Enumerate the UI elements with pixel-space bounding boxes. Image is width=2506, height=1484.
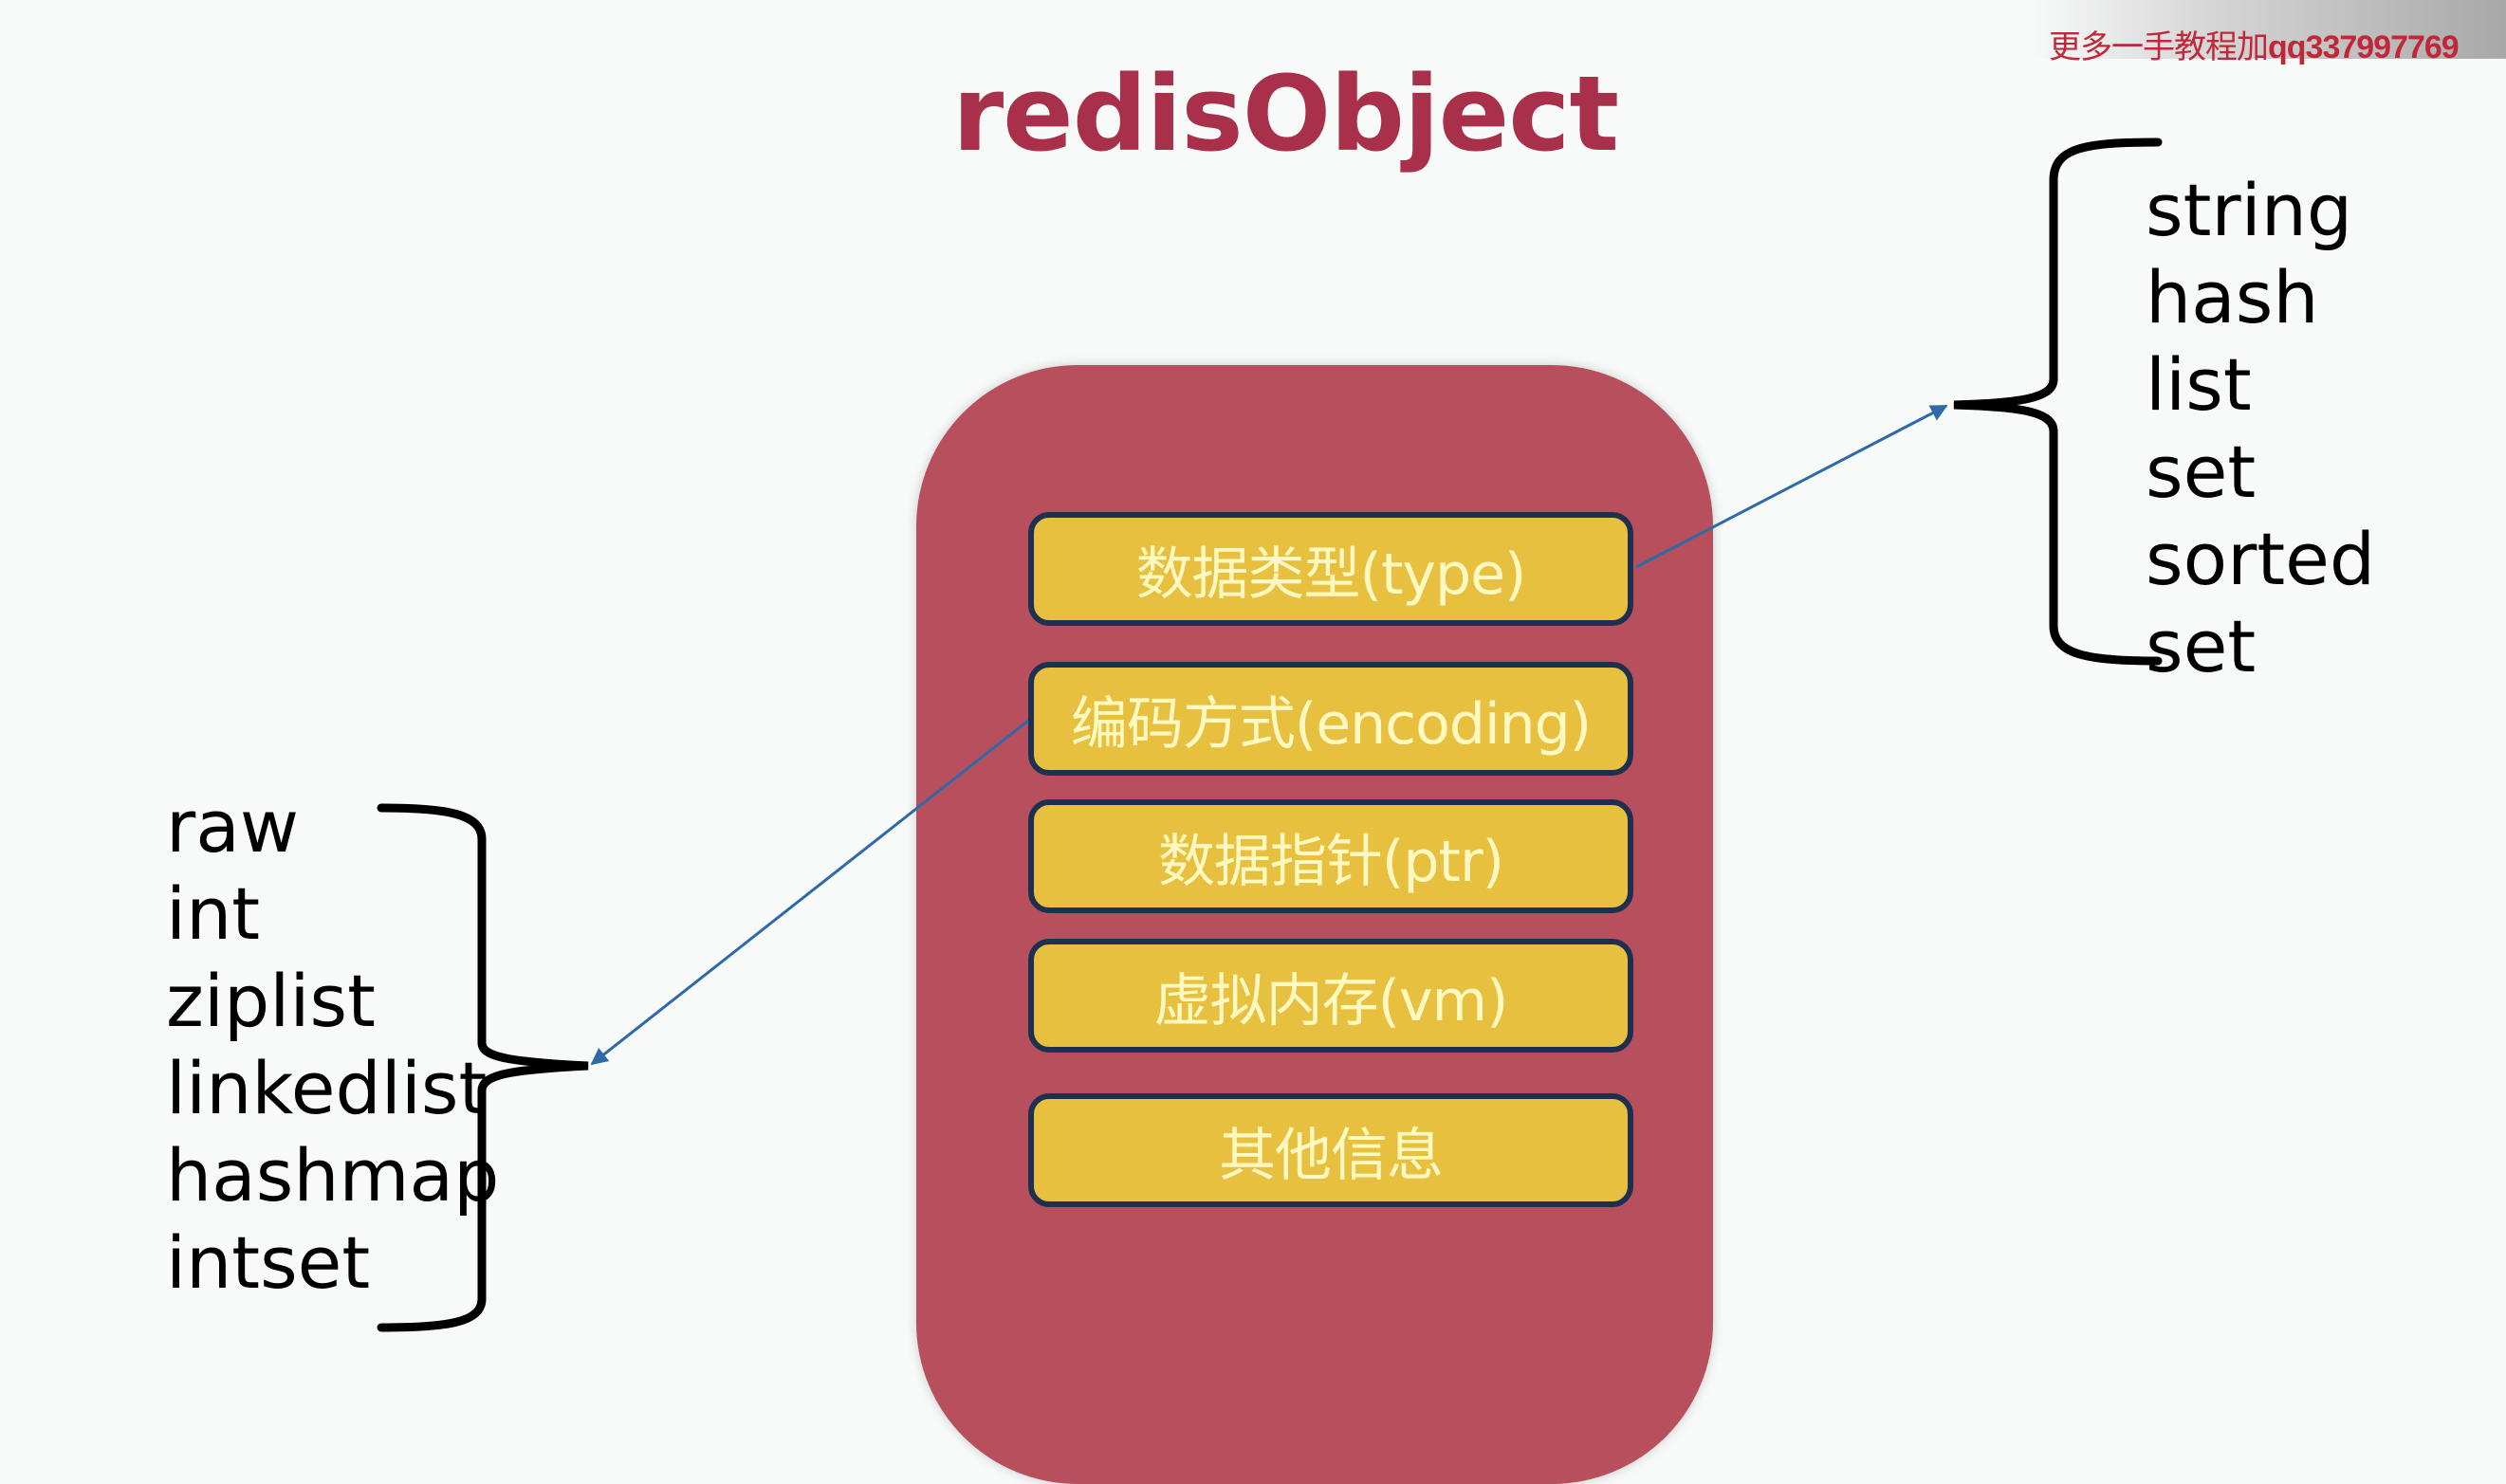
field-other-label: 其他信息 — [1219, 1122, 1444, 1189]
right-brace-icon — [1953, 137, 2163, 666]
field-encoding-label: 编码方式(encoding) — [1070, 690, 1592, 758]
type-item-string: string — [2146, 168, 2353, 252]
type-arrow-icon — [1635, 404, 1948, 569]
encoding-item-int: int — [166, 871, 261, 956]
type-item-hash: hash — [2146, 255, 2319, 339]
field-ptr: 数据指针(ptr) — [1028, 799, 1633, 913]
field-other: 其他信息 — [1028, 1093, 1633, 1207]
diagram-title: redisObject — [951, 53, 1619, 174]
field-vm: 虚拟内存(vm) — [1028, 939, 1633, 1053]
field-type-label: 数据类型(type) — [1135, 540, 1527, 608]
encoding-list: raw int ziplist linkedlist hashmap intse… — [166, 783, 499, 1307]
watermark-qq: qq337997769 — [2268, 29, 2460, 65]
encoding-item-ziplist: ziplist — [166, 959, 376, 1043]
connectors-layer — [377, 137, 2163, 1332]
type-list: string hash list set sorted set — [2146, 167, 2506, 690]
watermark-prefix: 更多一手教程加 — [2049, 28, 2269, 66]
type-item-sorted-set: sorted set — [2146, 517, 2376, 688]
field-type: 数据类型(type) — [1028, 512, 1633, 626]
encoding-item-intset: intset — [166, 1220, 371, 1305]
type-item-set: set — [2146, 430, 2257, 514]
field-ptr-label: 数据指针(ptr) — [1157, 828, 1504, 895]
encoding-item-linkedlist: linkedlist — [166, 1046, 488, 1130]
watermark-text: 更多一手教程加qq337997769 — [2049, 21, 2460, 67]
watermark-bar — [2030, 0, 2506, 59]
left-brace-icon — [377, 803, 589, 1332]
field-encoding: 编码方式(encoding) — [1028, 662, 1633, 776]
encoding-item-raw: raw — [166, 784, 299, 869]
encoding-arrow-icon — [590, 719, 1029, 1066]
field-vm-label: 虚拟内存(vm) — [1153, 967, 1509, 1035]
encoding-item-hashmap: hashmap — [166, 1133, 500, 1218]
type-item-list: list — [2146, 342, 2252, 427]
